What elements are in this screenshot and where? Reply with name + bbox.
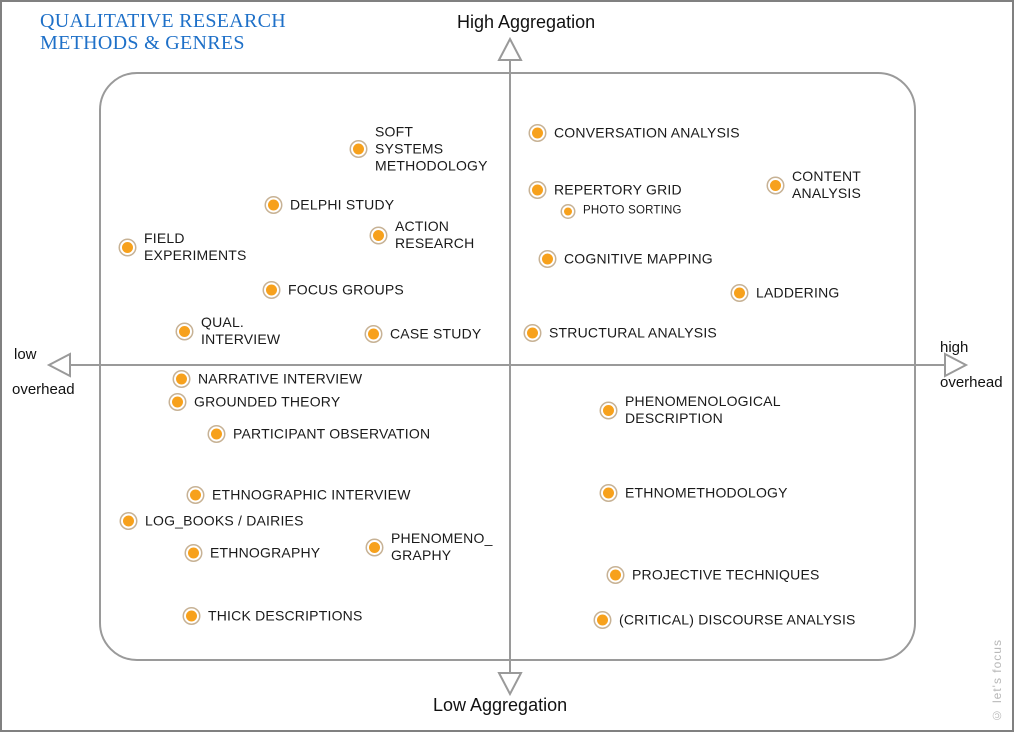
method-narrative-interview: NARRATIVE INTERVIEW — [174, 371, 362, 388]
method-grounded-theory: GROUNDED THEORY — [170, 394, 340, 411]
method-repertory-grid: REPERTORY GRID — [530, 182, 682, 199]
method-thick-descriptions: THICK DESCRIPTIONS — [184, 608, 363, 625]
method-dot-icon — [184, 608, 199, 624]
method-label: CONTENT ANALYSIS — [792, 168, 862, 201]
method-projective-techniques: PROJECTIVE TECHNIQUES — [608, 567, 820, 584]
method-dot-icon — [595, 612, 610, 628]
method-participant-observation: PARTICIPANT OBSERVATION — [209, 426, 430, 443]
method-label: PHENOMENO_ GRAPHY — [391, 530, 493, 563]
method-delphi-study: DELPHI STUDY — [266, 197, 394, 214]
method-photo-sorting: PHOTO SORTING — [562, 205, 682, 218]
method-dot-icon — [174, 371, 189, 387]
page-title-line1: QUALITATIVE RESEARCH — [40, 10, 287, 32]
method-field-experiments: FIELD EXPERIMENTS — [120, 230, 247, 264]
axis-label-high-aggregation: High Aggregation — [457, 12, 596, 32]
method-label: FIELD EXPERIMENTS — [144, 230, 247, 263]
method-focus-groups: FOCUS GROUPS — [264, 282, 404, 299]
method-label: COGNITIVE MAPPING — [564, 250, 713, 267]
axis-label-low: low — [14, 346, 37, 363]
method-dot-icon — [264, 282, 279, 298]
method-dot-icon — [170, 394, 185, 410]
method-dot-icon — [177, 323, 192, 339]
method-dot-icon — [601, 402, 616, 418]
method-label: ETHNOGRAPHIC INTERVIEW — [212, 486, 411, 503]
method-dot-icon — [525, 325, 540, 341]
method-label: (CRITICAL) DISCOURSE ANALYSIS — [619, 611, 856, 628]
method-label: PROJECTIVE TECHNIQUES — [632, 566, 820, 583]
method-label: THICK DESCRIPTIONS — [208, 607, 363, 624]
method-label: FOCUS GROUPS — [288, 281, 404, 298]
method-ethnographic-interview: ETHNOGRAPHIC INTERVIEW — [188, 487, 411, 504]
method-dot-icon — [530, 125, 545, 141]
method-dot-icon — [121, 513, 136, 529]
watermark: © let's focus — [990, 638, 1004, 722]
method-dot-icon — [366, 326, 381, 342]
axis-label-low-aggregation: Low Aggregation — [433, 695, 568, 715]
method-label: PHOTO SORTING — [583, 204, 682, 217]
method-label: ETHNOGRAPHY — [210, 544, 321, 561]
arrow-right-icon — [944, 352, 969, 378]
method-label: STRUCTURAL ANALYSIS — [549, 324, 717, 341]
method-label: REPERTORY GRID — [554, 181, 682, 198]
method-dot-icon — [120, 239, 135, 255]
method-soft-systems-methodology: SOFT SYSTEMS METHODOLOGY — [351, 124, 488, 175]
method-action-research: ACTION RESEARCH — [371, 218, 474, 252]
page-title-line2: METHODS & GENRES — [40, 32, 245, 54]
method-label: PHENOMENOLOGICAL DESCRIPTION — [625, 393, 781, 426]
axis-label-high-overhead: overhead — [940, 374, 1003, 391]
method-phenomenological-description: PHENOMENOLOGICAL DESCRIPTION — [601, 393, 781, 427]
method-dot-icon — [351, 141, 366, 157]
method-ethnography: ETHNOGRAPHY — [186, 545, 320, 562]
method-case-study: CASE STUDY — [366, 326, 481, 343]
method-dot-icon — [371, 227, 386, 243]
method-phenomenography: PHENOMENO_ GRAPHY — [367, 530, 493, 564]
method-label: ACTION RESEARCH — [395, 218, 475, 251]
method-dot-icon — [209, 426, 224, 442]
method-dot-icon — [562, 205, 574, 217]
method-qual-interview: QUAL. INTERVIEW — [177, 314, 280, 348]
method-label: CONVERSATION ANALYSIS — [554, 124, 740, 141]
method-label: LOG_BOOKS / DAIRIES — [145, 512, 304, 529]
method-dot-icon — [367, 539, 382, 555]
method-dot-icon — [768, 177, 783, 193]
method-label: SOFT SYSTEMS METHODOLOGY — [375, 123, 488, 174]
method-dot-icon — [266, 197, 281, 213]
arrow-down-icon — [497, 672, 523, 697]
method-content-analysis: CONTENT ANALYSIS — [768, 168, 861, 202]
method-cognitive-mapping: COGNITIVE MAPPING — [540, 251, 713, 268]
method-dot-icon — [186, 545, 201, 561]
method-label: LADDERING — [756, 284, 840, 301]
axis-label-high: high — [940, 339, 969, 356]
method-label: QUAL. INTERVIEW — [201, 314, 281, 347]
method-dot-icon — [530, 182, 545, 198]
method-dot-icon — [540, 251, 555, 267]
method-dot-icon — [188, 487, 203, 503]
method-dot-icon — [608, 567, 623, 583]
arrow-up-icon — [497, 36, 523, 61]
method-ethnomethodology: ETHNOMETHODOLOGY — [601, 485, 788, 502]
method-label: GROUNDED THEORY — [194, 393, 341, 410]
method-dot-icon — [732, 285, 747, 301]
method-laddering: LADDERING — [732, 285, 839, 302]
method-log-books-dairies: LOG_BOOKS / DAIRIES — [121, 513, 304, 530]
axis-label-low-overhead: overhead — [12, 381, 75, 398]
method-critical-discourse-analysis: (CRITICAL) DISCOURSE ANALYSIS — [595, 612, 856, 629]
quadrant-frame — [99, 72, 916, 661]
method-label: DELPHI STUDY — [290, 196, 395, 213]
method-label: NARRATIVE INTERVIEW — [198, 370, 363, 387]
method-conversation-analysis: CONVERSATION ANALYSIS — [530, 125, 740, 142]
method-dot-icon — [601, 485, 616, 501]
method-label: CASE STUDY — [390, 325, 482, 342]
arrow-left-icon — [46, 352, 71, 378]
method-label: ETHNOMETHODOLOGY — [625, 484, 788, 501]
method-structural-analysis: STRUCTURAL ANALYSIS — [525, 325, 717, 342]
method-label: PARTICIPANT OBSERVATION — [233, 425, 431, 442]
